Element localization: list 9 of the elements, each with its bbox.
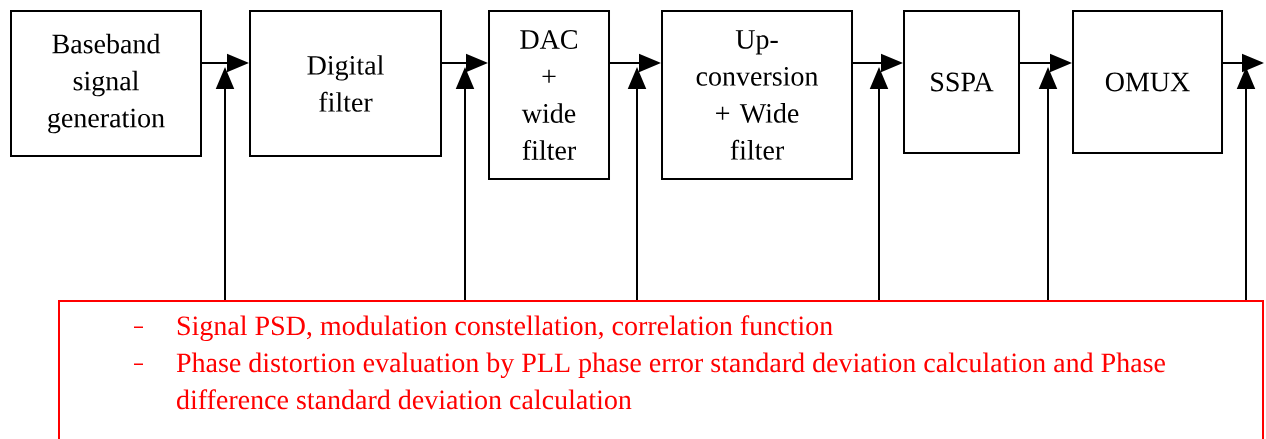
note-box: [58, 300, 1264, 439]
process-box: Digital filter: [249, 10, 442, 157]
process-box: DAC + wide filter: [488, 10, 610, 180]
list-item: Signal PSD, modulation constellation, correlation function: [177, 315, 833, 342]
list-item: Phase distortion evaluation by PLL phase error standard deviation calculation and Phase difference standard deviation calculation: [176, 352, 1165, 410]
process-box: Up-conversion + Wide filter: [661, 10, 853, 180]
process-box: OMUX: [1072, 10, 1223, 154]
process-box: Baseband signal generation: [10, 10, 202, 157]
process-box: SSPA: [903, 10, 1020, 154]
